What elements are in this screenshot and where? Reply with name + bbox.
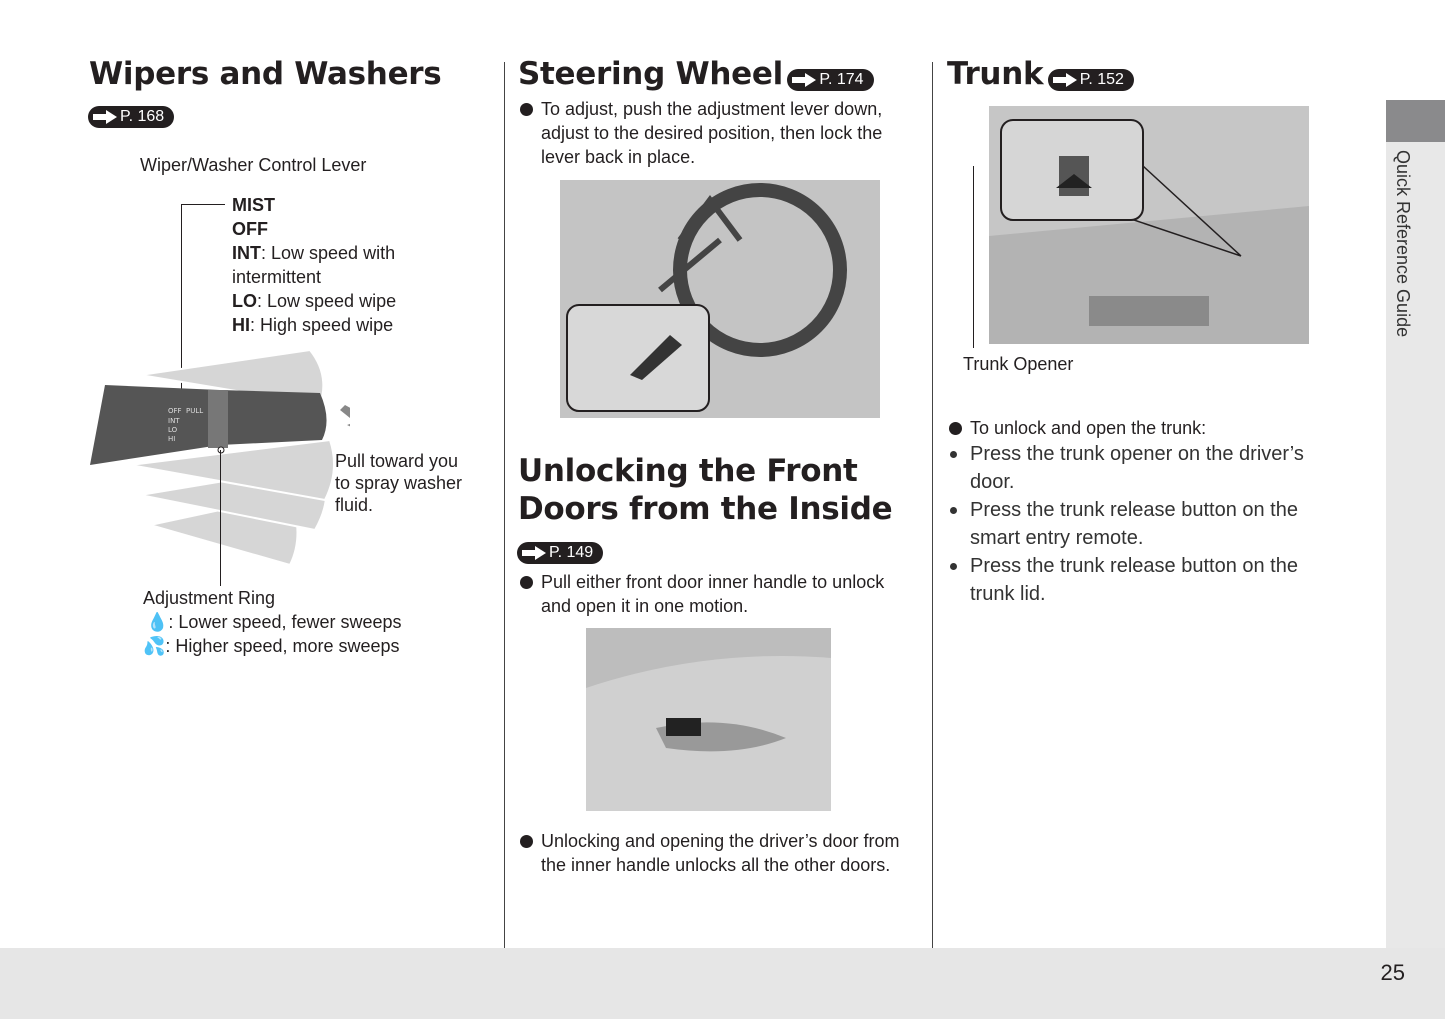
leader-line bbox=[973, 166, 974, 348]
trunk-opener-label: Trunk Opener bbox=[963, 354, 1074, 374]
steering-title: Steering Wheel bbox=[518, 56, 783, 92]
list-item: Press the trunk opener on the driver’s d… bbox=[947, 440, 1327, 496]
multi-drop-icon: 💦 bbox=[143, 636, 166, 656]
steering-bullet: To adjust, push the adjustment lever dow… bbox=[518, 97, 918, 169]
trunk-title: Trunk bbox=[947, 56, 1044, 92]
pull-note: Pull toward you to spray washer fluid. bbox=[335, 451, 463, 515]
steering-wheel-image bbox=[560, 180, 880, 418]
arrow-icon bbox=[1052, 73, 1078, 87]
trunk-heading: Trunk P. 152 bbox=[947, 55, 1134, 93]
column-divider bbox=[932, 62, 933, 948]
single-drop-icon: 💧 bbox=[146, 612, 169, 632]
side-tab-label: Quick Reference Guide bbox=[1393, 150, 1413, 338]
wiper-modes: MIST OFF INT: Low speed with intermitten… bbox=[232, 195, 397, 335]
trunk-intro: To unlock and open the trunk: bbox=[947, 416, 1327, 440]
footer-band: 25 bbox=[0, 948, 1445, 1019]
unlocking-page-ref[interactable]: P. 149 bbox=[517, 542, 604, 564]
svg-text:OFF: OFF bbox=[168, 407, 182, 415]
leader-line bbox=[181, 204, 225, 205]
column-divider bbox=[504, 62, 505, 948]
list-item: Press the trunk release button on the sm… bbox=[947, 496, 1327, 552]
side-tab[interactable]: Quick Reference Guide bbox=[1386, 100, 1445, 948]
wipers-title: Wipers and Washers bbox=[89, 56, 442, 92]
adjustment-ring-label: Adjustment Ring bbox=[143, 588, 276, 608]
steering-heading: Steering Wheel P. 174 bbox=[518, 55, 874, 93]
ring-high: 💦: Higher speed, more sweeps bbox=[143, 636, 400, 656]
wipers-page-ref[interactable]: P. 168 bbox=[88, 106, 175, 128]
trunk-list: Press the trunk opener on the driver’s d… bbox=[947, 440, 1327, 608]
leader-line bbox=[181, 204, 182, 396]
trunk-opener-image bbox=[989, 106, 1309, 344]
svg-text:LO: LO bbox=[168, 426, 178, 434]
lever-label: Wiper/Washer Control Lever bbox=[140, 155, 367, 175]
steering-page-ref[interactable]: P. 174 bbox=[787, 68, 874, 91]
arrow-icon bbox=[791, 73, 817, 87]
svg-text:HI: HI bbox=[168, 435, 175, 443]
trunk-page-ref[interactable]: P. 152 bbox=[1047, 68, 1134, 91]
ring-low: 💧: Lower speed, fewer sweeps bbox=[146, 612, 402, 632]
arrow-icon bbox=[92, 110, 118, 124]
svg-text:INT: INT bbox=[168, 417, 180, 425]
unlocking-bullet-2: Unlocking and opening the driver’s door … bbox=[518, 829, 918, 877]
svg-text:PULL: PULL bbox=[186, 407, 203, 415]
arrow-icon bbox=[521, 546, 547, 560]
page-number: 25 bbox=[1380, 960, 1405, 985]
list-item: Press the trunk release button on the tr… bbox=[947, 552, 1327, 608]
door-handle-image bbox=[586, 628, 831, 811]
leader-line bbox=[220, 450, 221, 586]
unlocking-bullet-1: Pull either front door inner handle to u… bbox=[518, 570, 918, 618]
